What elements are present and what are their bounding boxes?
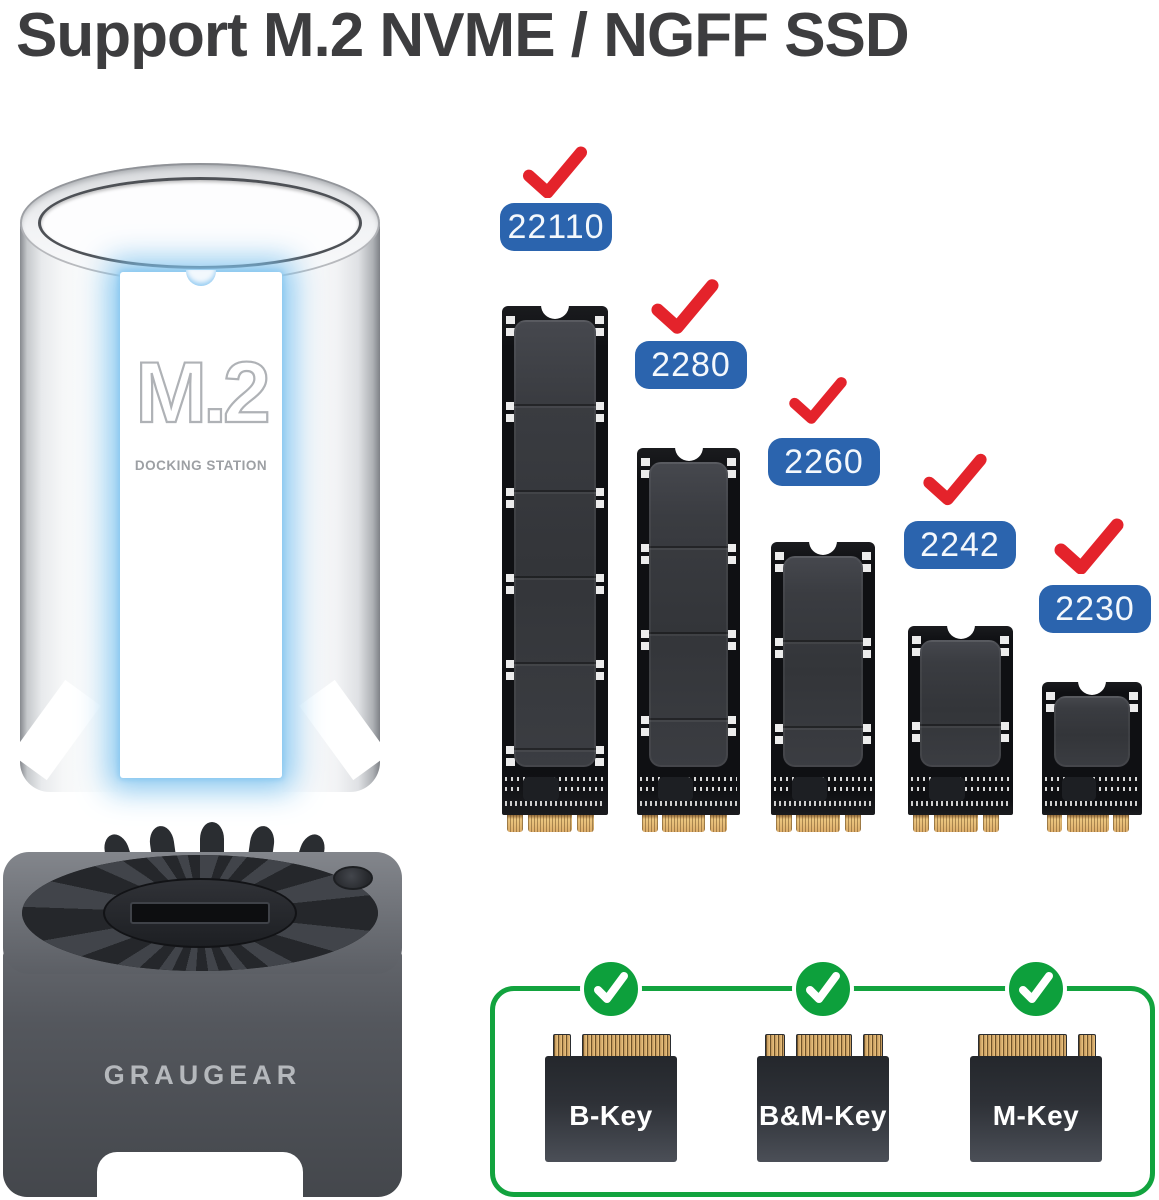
- ssd-controller-chip: [929, 777, 965, 801]
- size-badge-2230: 2230: [1039, 585, 1151, 633]
- gold-finger: [978, 1034, 1067, 1056]
- green-check-glyph: [1019, 972, 1053, 1003]
- key-chip-m: M-Key: [970, 1056, 1102, 1162]
- key-connector-bm: [765, 1034, 883, 1056]
- ssd-edge-connector: [771, 815, 875, 832]
- solder-pads: [862, 552, 871, 767]
- gold-finger: [933, 815, 978, 832]
- ssd-heatsink: [514, 320, 596, 767]
- key-label: B&M-Key: [759, 1100, 887, 1131]
- red-check-icon: [651, 279, 719, 334]
- docking-station-label: DOCKING STATION: [134, 458, 268, 473]
- ssd-heatsink: [1054, 696, 1130, 767]
- page-title: Support M.2 NVME / NGFF SSD: [16, 1, 910, 70]
- red-check-icon: [923, 453, 987, 506]
- key-connector-b: [553, 1034, 671, 1056]
- gold-finger: [912, 815, 929, 832]
- ssd-top-notch: [674, 447, 703, 461]
- green-check-glyph: [806, 972, 840, 1003]
- ssd-edge-connector: [1042, 815, 1142, 832]
- gold-finger: [1113, 815, 1129, 832]
- ssd-edge-connector: [637, 815, 740, 832]
- red-check-icon: [1054, 518, 1124, 574]
- ssd-controller-chip: [1062, 777, 1096, 801]
- solder-pads: [1000, 636, 1009, 767]
- gold-finger: [796, 1034, 852, 1056]
- solder-pads: [1046, 692, 1055, 767]
- gold-finger: [506, 815, 524, 832]
- gold-finger: [1066, 815, 1109, 832]
- green-check-glyph: [594, 972, 628, 1003]
- ssd-edge-connector: [502, 815, 608, 832]
- brand-logo: GRAUGEAR: [103, 1060, 302, 1090]
- cylinder-rim-inner: [38, 177, 362, 269]
- gold-finger: [1046, 815, 1062, 832]
- ssd-stick-2260: [771, 541, 875, 832]
- key-label: M-Key: [992, 1100, 1080, 1131]
- green-check-icon: [580, 958, 642, 1020]
- size-badge-2280: 2280: [635, 341, 747, 389]
- ssd-edge-connector: [908, 815, 1013, 832]
- ssd-top-notch: [946, 625, 975, 639]
- ssd-heatsink: [783, 556, 863, 767]
- solder-pads: [595, 316, 604, 767]
- green-check-icon: [792, 958, 854, 1020]
- size-badge-22110: 22110: [500, 203, 612, 251]
- m2-logo-text: M.2: [135, 345, 268, 441]
- gold-finger: [582, 1034, 671, 1056]
- gold-finger: [577, 815, 595, 832]
- card-notch: [186, 270, 216, 286]
- ssd-stick-2230: [1042, 681, 1142, 832]
- gold-finger: [796, 815, 841, 832]
- gold-finger: [1078, 1034, 1096, 1056]
- ssd-stick-22110: [502, 305, 608, 832]
- ssd-heatsink: [649, 462, 728, 767]
- power-button: [333, 866, 373, 890]
- gold-finger: [641, 815, 658, 832]
- ssd-top-notch: [809, 541, 837, 555]
- fan-blade-tip: [200, 822, 224, 856]
- size-badge-2242: 2242: [904, 521, 1016, 569]
- size-badge-2260: 2260: [768, 438, 880, 486]
- gold-finger: [662, 815, 706, 832]
- solder-pads: [727, 458, 736, 767]
- gold-finger: [553, 1034, 571, 1056]
- ssd-stick-2242: [908, 625, 1013, 832]
- ssd-stick-2280: [637, 447, 740, 832]
- gold-finger: [982, 815, 1000, 832]
- solder-pads: [506, 316, 515, 767]
- ssd-top-notch: [541, 305, 569, 319]
- gold-finger: [844, 815, 862, 832]
- ssd-heatsink: [920, 640, 1001, 767]
- red-check-icon: [789, 377, 847, 424]
- ssd-controller-chip: [657, 777, 693, 801]
- gold-finger: [527, 815, 573, 832]
- ssd-controller-chip: [523, 777, 560, 801]
- m2-socket: [130, 902, 270, 924]
- red-check-icon: [522, 146, 588, 198]
- ssd-slot-card: M.2 DOCKING STATION: [120, 270, 282, 778]
- gold-finger: [765, 1034, 785, 1056]
- key-chip-b: B-Key: [545, 1056, 677, 1162]
- green-check-icon: [1005, 958, 1067, 1020]
- solder-pads: [912, 636, 921, 767]
- m2-outline-logo: M.2: [134, 344, 273, 442]
- key-connector-m: [978, 1034, 1096, 1056]
- gold-finger: [775, 815, 792, 832]
- key-chip-bm: B&M-Key: [757, 1056, 889, 1162]
- solder-pads: [775, 552, 784, 767]
- gold-finger: [863, 1034, 883, 1056]
- solder-pads: [641, 458, 650, 767]
- dock-base-notch: [97, 1152, 303, 1200]
- solder-pads: [1129, 692, 1138, 767]
- ssd-controller-chip: [791, 777, 828, 801]
- key-label: B-Key: [569, 1100, 653, 1131]
- gold-finger: [710, 815, 727, 832]
- cooling-fan: [22, 855, 378, 971]
- ssd-top-notch: [1078, 681, 1106, 695]
